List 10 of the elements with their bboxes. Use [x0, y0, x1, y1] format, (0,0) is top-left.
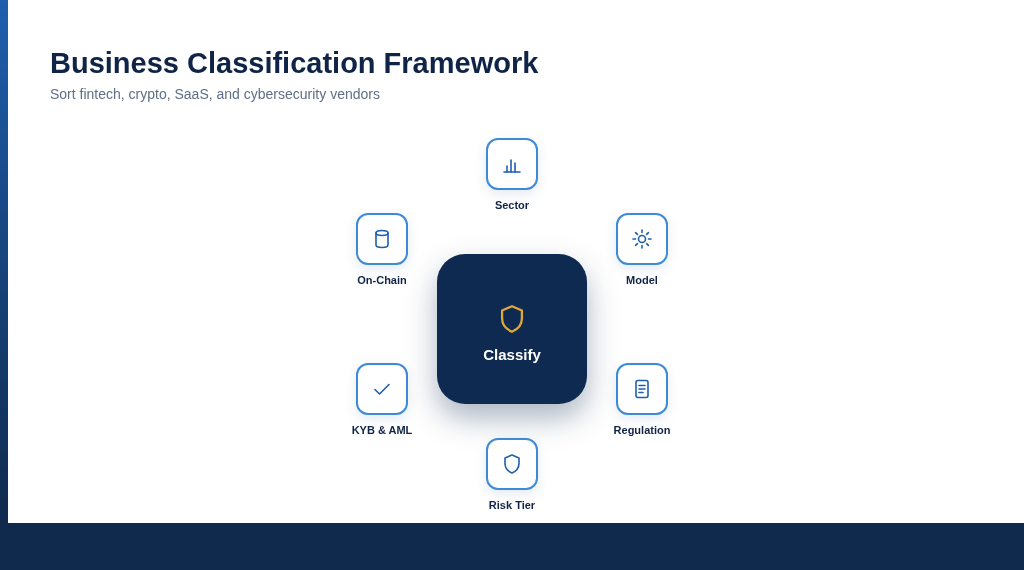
- node-label: Model: [626, 273, 658, 288]
- node-label: KYB & AML: [351, 423, 413, 438]
- hub-tile: [437, 254, 587, 404]
- title: Business Classification Framework: [50, 46, 539, 81]
- node-label: On-Chain: [357, 273, 407, 288]
- node-label: Sector: [494, 198, 530, 213]
- hub-label: Classify: [483, 344, 541, 365]
- subtitle: Sort fintech, crypto, SaaS, and cybersecurity vendors: [50, 85, 380, 104]
- node-label: Regulation: [613, 423, 671, 438]
- node-label: Risk Tier: [488, 498, 536, 513]
